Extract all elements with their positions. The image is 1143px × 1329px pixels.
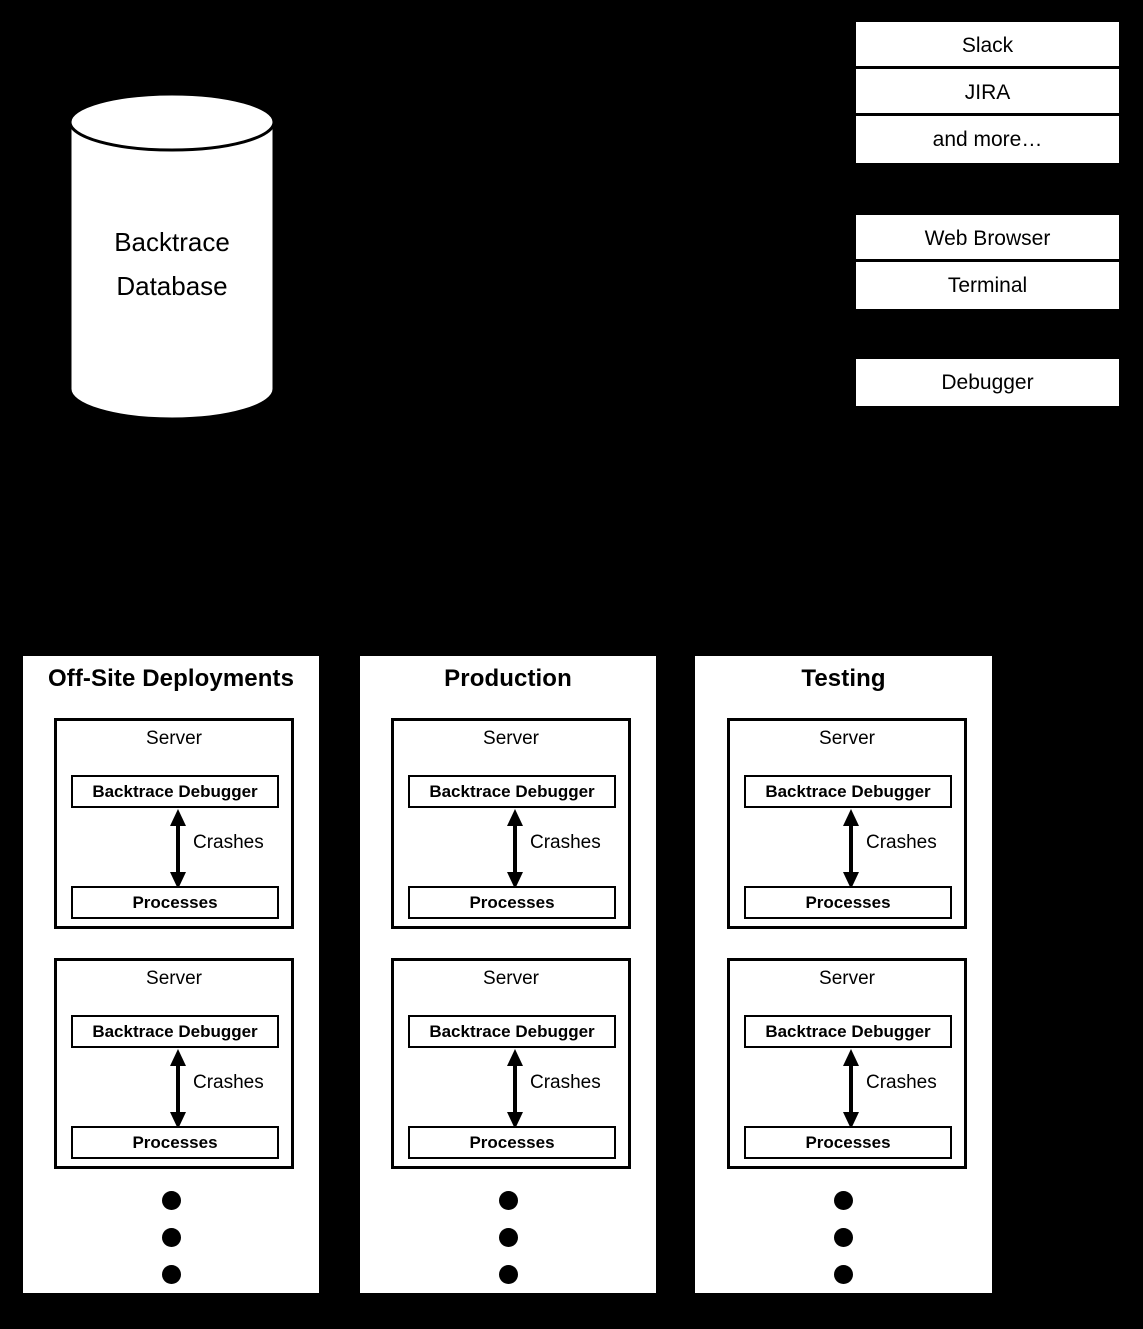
server-box: Server Backtrace Debugger Crashes Proces… [727,718,967,929]
stack-item-jira[interactable]: JIRA [856,69,1119,116]
crashes-label: Crashes [866,1072,937,1093]
server-box: Server Backtrace Debugger Crashes Proces… [391,958,631,1169]
crashes-double-arrow-icon [840,809,862,889]
crashes-label: Crashes [530,1072,601,1093]
crashes-label: Crashes [193,832,264,853]
panel-title: Production [444,665,572,692]
stack-item-web-browser[interactable]: Web Browser [856,215,1119,262]
ellipsis-dot [498,1228,518,1247]
ellipsis-dot [161,1228,181,1247]
ellipsis-dot [161,1265,181,1284]
server-title: Server [146,728,202,749]
crashes-double-arrow-icon [504,1049,526,1129]
ellipsis-dots [695,1191,992,1284]
server-box: Server Backtrace Debugger Crashes Proces… [391,718,631,929]
processes-box: Processes [408,1126,616,1159]
processes-box: Processes [744,886,952,919]
crashes-label: Crashes [866,832,937,853]
crashes-double-arrow-icon [840,1049,862,1129]
panel-title: Testing [801,665,886,692]
crashes-double-arrow-icon [167,1049,189,1129]
server-title: Server [819,728,875,749]
server-box: Server Backtrace Debugger Crashes Proces… [54,718,294,929]
backtrace-debugger-box: Backtrace Debugger [744,1015,952,1048]
crashes-label: Crashes [530,832,601,853]
environment-panel-off-site-deployments: Off-Site Deployments Server Backtrace De… [20,653,322,1296]
server-box: Server Backtrace Debugger Crashes Proces… [54,958,294,1169]
environment-panel-production: Production Server Backtrace Debugger Cra… [357,653,659,1296]
ellipsis-dots [360,1191,656,1284]
ellipsis-dot [161,1191,181,1210]
stack-item-and-more[interactable]: and more… [856,116,1119,163]
processes-box: Processes [71,1126,279,1159]
cylinder-shape [68,92,276,419]
backtrace-debugger-box: Backtrace Debugger [71,775,279,808]
integrations-stack: Slack JIRA and more… [853,19,1122,166]
backtrace-debugger-box: Backtrace Debugger [408,775,616,808]
server-box: Server Backtrace Debugger Crashes Proces… [727,958,967,1169]
server-title: Server [483,968,539,989]
server-title: Server [146,968,202,989]
server-title: Server [483,728,539,749]
processes-box: Processes [71,886,279,919]
ellipsis-dot [834,1265,853,1284]
environment-panel-testing: Testing Server Backtrace Debugger Crashe… [692,653,995,1296]
server-title: Server [819,968,875,989]
ellipsis-dot [834,1191,853,1210]
ellipsis-dot [498,1265,518,1284]
debugger-stack: Debugger [853,356,1122,409]
ellipsis-dots [23,1191,319,1284]
backtrace-debugger-box: Backtrace Debugger [408,1015,616,1048]
stack-item-slack[interactable]: Slack [856,22,1119,69]
backtrace-debugger-box: Backtrace Debugger [71,1015,279,1048]
crashes-double-arrow-icon [504,809,526,889]
crashes-double-arrow-icon [167,809,189,889]
crashes-label: Crashes [193,1072,264,1093]
backtrace-debugger-box: Backtrace Debugger [744,775,952,808]
panel-title: Off-Site Deployments [47,665,295,692]
stack-item-terminal[interactable]: Terminal [856,262,1119,309]
stack-item-debugger[interactable]: Debugger [856,359,1119,406]
backtrace-database-cylinder: Backtrace Database [68,92,276,419]
processes-box: Processes [744,1126,952,1159]
clients-stack: Web Browser Terminal [853,212,1122,312]
ellipsis-dot [834,1228,853,1247]
ellipsis-dot [498,1191,518,1210]
processes-box: Processes [408,886,616,919]
